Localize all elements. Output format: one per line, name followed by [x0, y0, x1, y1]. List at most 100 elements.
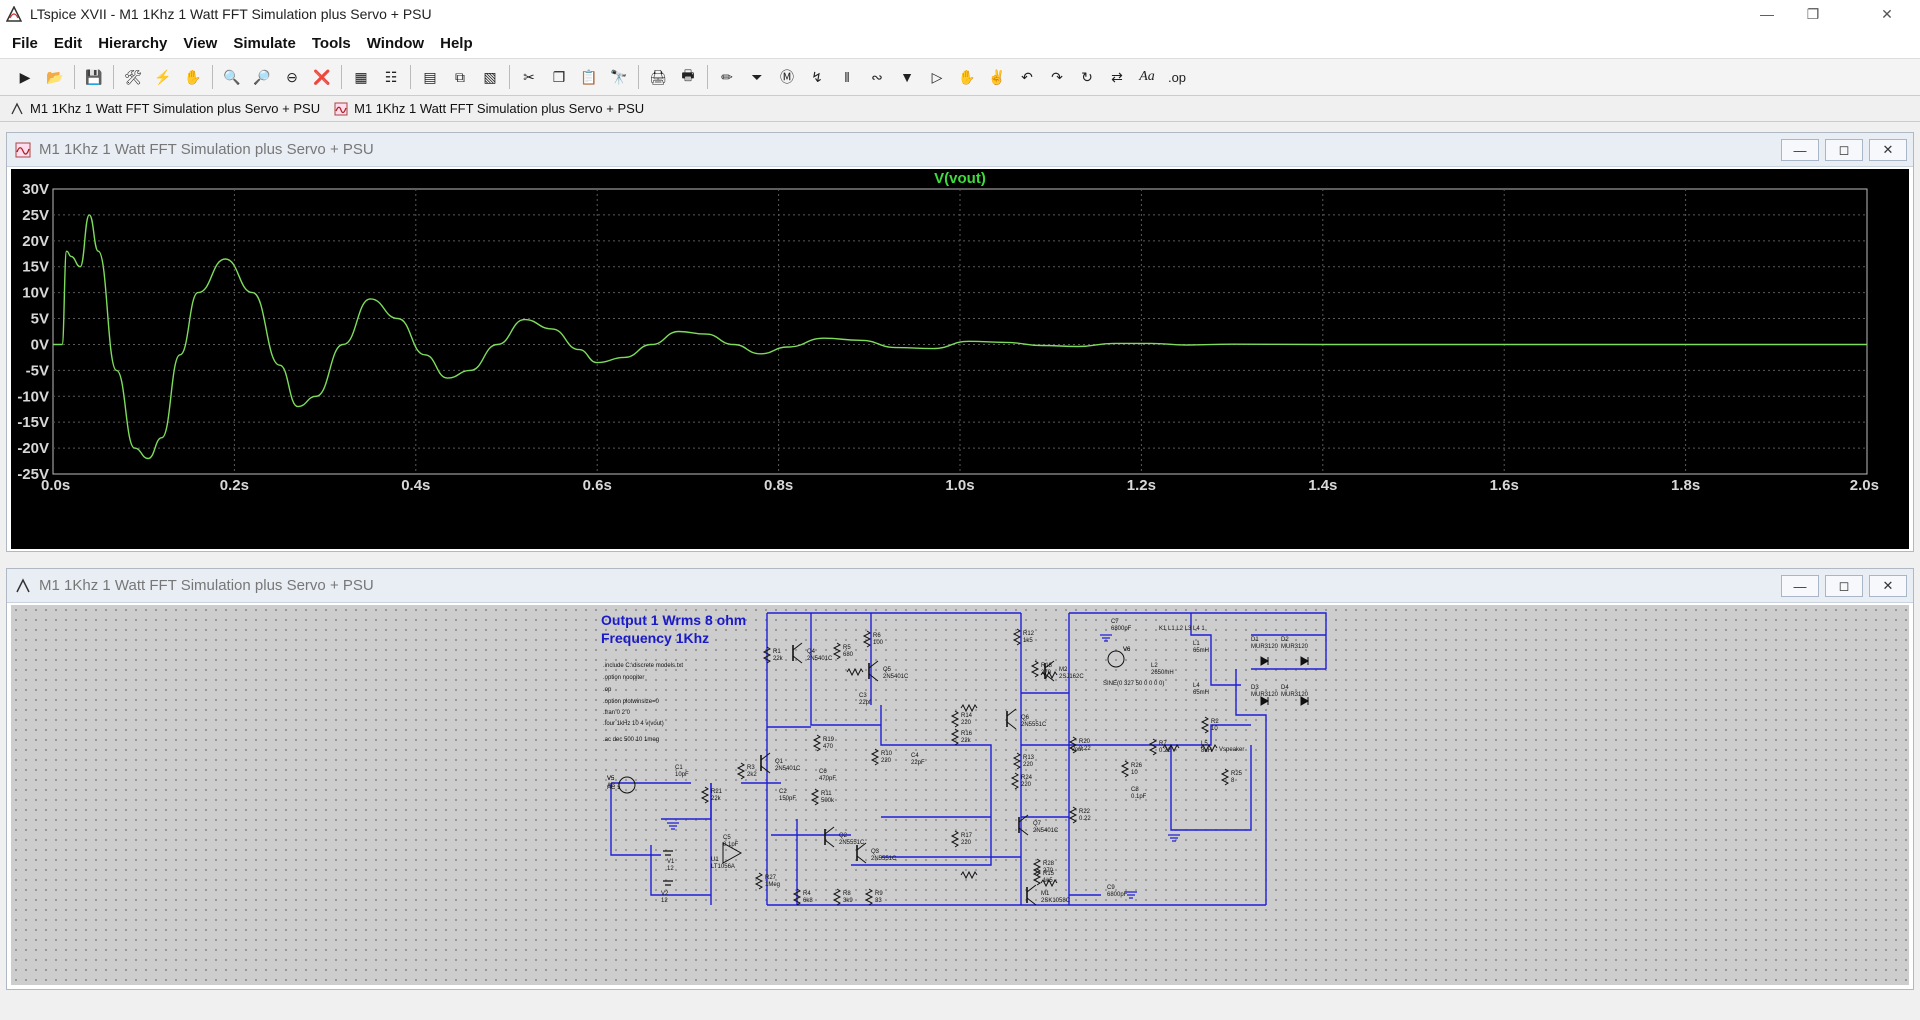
draw-wire-icon[interactable]: ✏ [721, 68, 733, 85]
part-value: AC 1 [607, 785, 621, 791]
menu-window[interactable]: Window [366, 34, 425, 52]
zoom-out-icon[interactable]: ⊖ [286, 68, 298, 85]
restore-button[interactable]: ❐ [1806, 5, 1820, 22]
part-value: 220 [961, 720, 972, 726]
part-value: 0.22 [1159, 748, 1171, 754]
pan-icon[interactable]: ✋ [184, 68, 202, 85]
menu-view[interactable]: View [183, 34, 218, 52]
tile-horizontal-icon[interactable]: ▤ [423, 68, 437, 85]
part-ref: R11 [821, 791, 832, 797]
zoom-in-icon[interactable]: 🔍 [223, 68, 241, 85]
label-net-icon[interactable]: Ⓜ [780, 69, 794, 85]
tab-waveform[interactable]: M1 1Khz 1 Watt FFT Simulation plus Servo… [330, 98, 654, 120]
text-icon[interactable]: Aa [1139, 69, 1155, 84]
part-value: 2N5401C [807, 656, 833, 662]
transistor-collector [760, 752, 771, 761]
schematic-close-button[interactable]: ✕ [1869, 575, 1907, 597]
resistor-r16 [950, 728, 960, 746]
close-button[interactable]: ✕ [1881, 5, 1893, 22]
part-ref: C5 [723, 835, 731, 841]
part-value: 6k8 [803, 898, 813, 904]
spice-directive-button[interactable]: .op [1167, 69, 1187, 85]
menu-help[interactable]: Help [440, 34, 473, 52]
paste-icon[interactable]: 📋 [580, 68, 598, 85]
menu-simulate[interactable]: Simulate [233, 34, 296, 52]
print-icon[interactable]: 🖨 [649, 68, 667, 85]
mirror-icon[interactable]: ⇄ [1111, 68, 1123, 85]
menu-hierarchy[interactable]: Hierarchy [98, 34, 168, 52]
move-icon[interactable]: ✋ [958, 68, 976, 85]
capacitor-icon[interactable]: ‖ [844, 69, 850, 85]
zoom-fit-icon[interactable]: ❌ [313, 68, 331, 85]
cut-icon[interactable]: ✂ [523, 68, 535, 85]
resistor-icon[interactable]: ↯ [811, 68, 823, 85]
waveform-maximize-button[interactable]: ◻ [1825, 139, 1863, 161]
part-value: 2N5401C [775, 766, 801, 772]
save-icon[interactable]: 💾 [85, 68, 103, 85]
trace-label: V(vout) [934, 170, 986, 187]
autorange-icon[interactable]: ▦ [354, 68, 368, 85]
schematic-window-title: M1 1Khz 1 Watt FFT Simulation plus Servo… [39, 577, 374, 594]
y-tick-label: 25V [22, 207, 49, 224]
inductor-icon[interactable]: ∾ [871, 68, 883, 85]
diode-icon[interactable]: ▼ [900, 69, 914, 85]
part-value: 10pF [675, 772, 689, 778]
minimize-button[interactable]: — [1760, 6, 1774, 22]
transistor-collector [1044, 660, 1055, 669]
schematic-window-titlebar[interactable]: M1 1Khz 1 Watt FFT Simulation plus Servo… [7, 569, 1913, 603]
component-icon[interactable]: ▷ [931, 68, 943, 85]
schematic-minimize-button[interactable]: — [1781, 575, 1819, 597]
ground-icon[interactable]: ⏷ [751, 68, 763, 85]
print-setup-icon[interactable]: 🖶 [681, 67, 695, 83]
wire [650, 845, 711, 896]
part-ref: V5 [607, 776, 615, 782]
resistor-r5 [832, 642, 842, 660]
diode-d2 [1300, 656, 1310, 666]
part-ref: D3 [1251, 685, 1259, 691]
sine-source-v6 [1107, 650, 1125, 668]
toolbar-separator [74, 65, 75, 89]
grid-icon[interactable]: ☷ [384, 68, 398, 85]
tile-vertical-icon[interactable]: ▧ [483, 68, 497, 85]
tab-schematic[interactable]: M1 1Khz 1 Watt FFT Simulation plus Servo… [6, 98, 330, 120]
waveform-chart[interactable]: V(vout)30V25V20V15V10V5V0V-5V-10V-15V-20… [11, 169, 1909, 549]
part-ref: Q6 [1021, 715, 1030, 721]
transistor-emitter [824, 839, 835, 848]
part-value: 150pF [779, 796, 796, 802]
menu-file[interactable]: File [12, 34, 38, 52]
menu-edit[interactable]: Edit [53, 34, 83, 52]
x-tick-label: 1.8s [1671, 477, 1700, 494]
part-ref: Q7 [1033, 821, 1042, 827]
cascade-icon[interactable]: ⧉ [455, 68, 465, 85]
x-tick-label: 2.0s [1850, 477, 1879, 494]
transistor-collector [1026, 884, 1037, 893]
waveform-window-titlebar[interactable]: M1 1Khz 1 Watt FFT Simulation plus Servo… [7, 133, 1913, 167]
waveform-close-button[interactable]: ✕ [1869, 139, 1907, 161]
open-icon[interactable]: 📂 [46, 68, 64, 85]
rotate-icon[interactable]: ↻ [1081, 68, 1093, 85]
menu-tools[interactable]: Tools [311, 34, 351, 52]
schematic-maximize-button[interactable]: ◻ [1825, 575, 1863, 597]
part-value: 8 [1231, 778, 1235, 784]
control-panel-icon[interactable]: 🛠 [124, 68, 142, 85]
waveform-minimize-button[interactable]: — [1781, 139, 1819, 161]
part-value: AC 1 [607, 783, 621, 789]
y-tick-label: -5V [26, 362, 49, 379]
zoom-area-icon[interactable]: 🔎 [253, 68, 271, 85]
run-simulation-icon[interactable]: ⚡ [154, 68, 172, 85]
resistor-r14 [950, 710, 960, 728]
redo-icon[interactable]: ↷ [1051, 68, 1063, 85]
part-ref: M1 [1041, 891, 1050, 897]
resistor-r25 [1220, 768, 1230, 786]
window-title: LTspice XVII - M1 1Khz 1 Watt FFT Simula… [30, 6, 432, 22]
undo-icon[interactable]: ↶ [1021, 68, 1033, 85]
diode-d1 [1260, 656, 1270, 666]
copy-icon[interactable]: ❐ [552, 68, 566, 85]
find-icon[interactable]: 🔭 [610, 68, 628, 85]
part-ref: Q1 [775, 759, 784, 765]
drag-icon[interactable]: ✌ [988, 68, 1006, 85]
run-icon[interactable]: ▶ [19, 68, 31, 85]
